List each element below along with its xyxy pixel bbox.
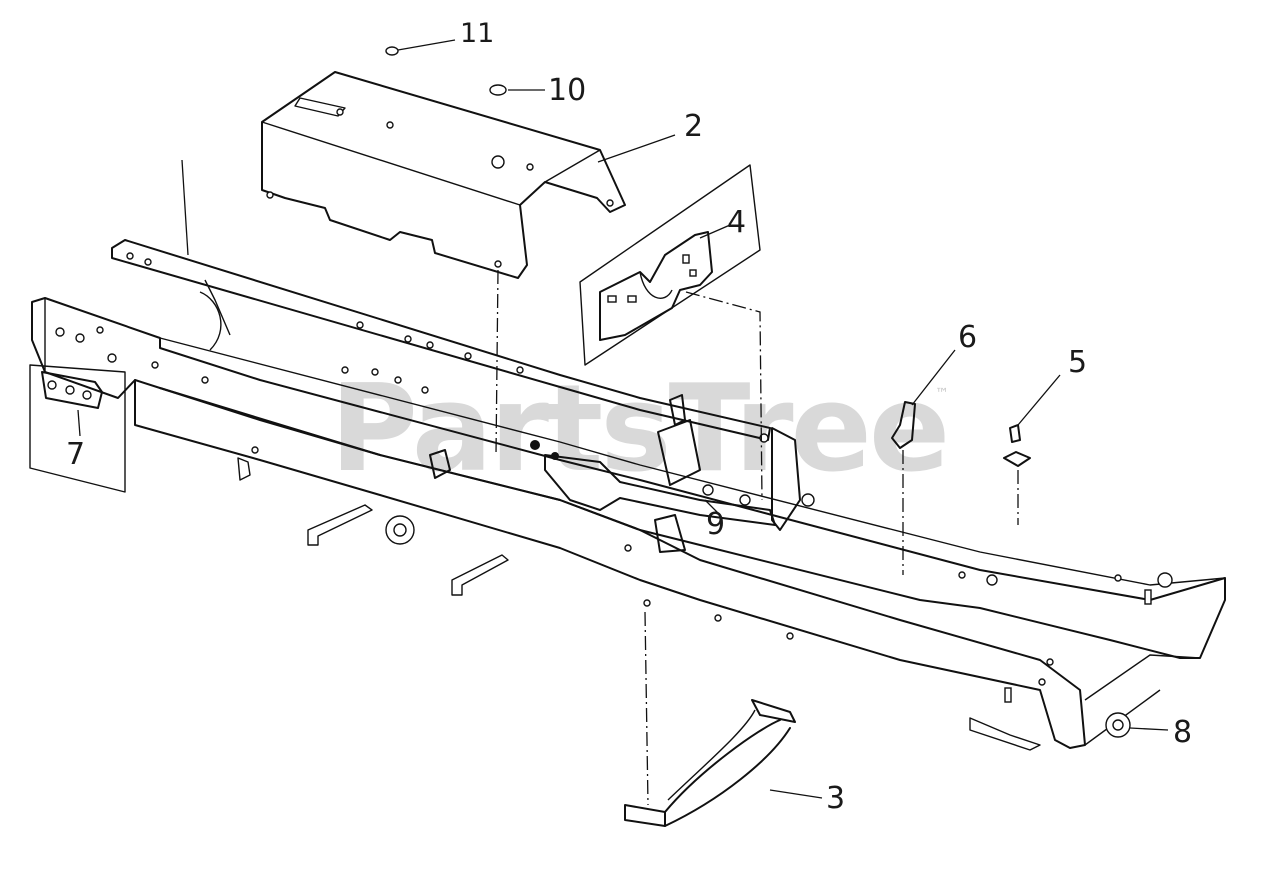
- callout-8[interactable]: 8: [1173, 715, 1192, 750]
- part-4-bracket-plate[interactable]: [579, 164, 761, 366]
- callout-5[interactable]: 5: [1068, 345, 1087, 380]
- part-6-clip[interactable]: [891, 401, 916, 449]
- part-2-cover-plate[interactable]: [261, 71, 626, 279]
- callout-4[interactable]: 4: [727, 205, 746, 240]
- callout-7[interactable]: 7: [66, 437, 85, 472]
- part-10-plug[interactable]: [489, 84, 507, 96]
- watermark-text: PartsTree: [330, 360, 947, 499]
- leader-lines: [77, 39, 1169, 799]
- part-1-side-rail[interactable]: [111, 239, 771, 441]
- watermark: PartsTree ™: [330, 360, 950, 499]
- part-9-cross-brackets[interactable]: [429, 394, 1173, 588]
- part-3-lower-bracket[interactable]: [624, 699, 796, 827]
- part-11-plug[interactable]: [385, 46, 399, 56]
- callout-2[interactable]: 2: [684, 109, 703, 144]
- callouts: 11 10 2 4 6 5 7 9 8 3: [66, 18, 1192, 816]
- main-frame[interactable]: [31, 279, 1226, 751]
- callout-11[interactable]: 11: [460, 18, 494, 49]
- callout-3[interactable]: 3: [826, 781, 845, 816]
- part-7-mount-plate[interactable]: [29, 364, 126, 493]
- watermark-trademark: ™: [935, 386, 949, 402]
- callout-9[interactable]: 9: [706, 507, 725, 542]
- callout-10[interactable]: 10: [548, 73, 586, 108]
- callout-6[interactable]: 6: [958, 320, 977, 355]
- part-8-bushing[interactable]: [1105, 712, 1131, 738]
- part-5-nut[interactable]: [1003, 424, 1031, 467]
- assembly-lines: [495, 269, 1019, 806]
